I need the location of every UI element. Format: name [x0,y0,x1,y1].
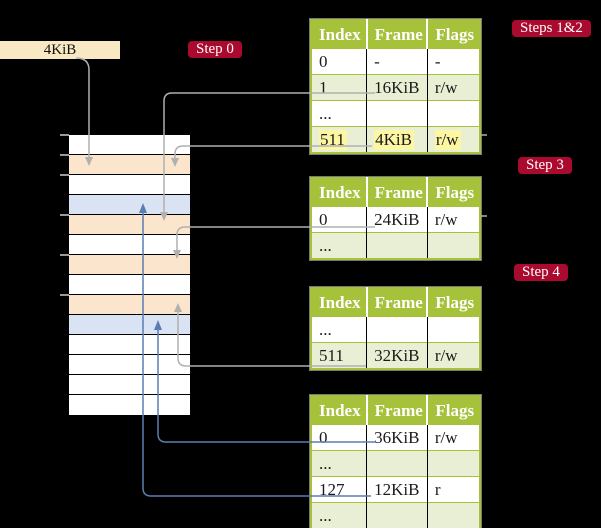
table-cell: ... [311,100,367,127]
column-header: Flags [426,20,480,49]
physical-memory [69,135,190,415]
table-cell: r [426,476,480,503]
table-cell: 511 [311,126,367,153]
memory-frame-row [69,135,190,155]
column-header: Frame [365,178,428,207]
table-cell [366,316,428,343]
memory-frame-row [69,195,190,215]
table-cell [366,232,428,259]
column-header: Frame [365,396,428,425]
table-cell [366,100,428,127]
memory-boundary-tick [60,134,69,136]
step-0-badge: Step 0 [188,41,242,58]
table-row: ... [311,100,480,127]
table-cell: 24KiB [366,206,428,233]
memory-frame-row [69,155,190,175]
table-row: ... [311,232,480,259]
table-cell: ... [311,316,367,343]
table-cell: r/w [426,206,480,233]
column-header: Index [311,178,367,207]
memory-boundary-tick [60,254,69,256]
table-cell [426,100,480,127]
memory-boundary-tick [60,214,69,216]
memory-frame-row [69,275,190,295]
table-cell: r/w [426,342,480,369]
table-cell [426,232,480,259]
memory-frame-row [69,235,190,255]
table-cell: 0 [311,48,367,75]
table-cell: 1 [311,74,367,101]
highlighted-value: 511 [319,129,347,150]
memory-boundary-tick [60,174,69,176]
table-cell: 36KiB [366,424,428,451]
table-cell [366,502,428,528]
table-cell: 0 [311,206,367,233]
memory-boundary-tick [60,154,69,156]
column-header: Index [311,20,367,49]
column-header: Index [311,288,367,317]
memory-frame-row [69,315,190,335]
table-cell [426,502,480,528]
table-row: ... [311,450,480,477]
table-cell: 16KiB [366,74,428,101]
step-4-badge: Step 4 [514,264,568,281]
table-cell: r/w [426,74,480,101]
column-header: Flags [426,288,480,317]
memory-frame-row [69,295,190,315]
table-cell: - [426,48,480,75]
column-header: Frame [365,20,428,49]
memory-frame-row [69,335,190,355]
column-header: Flags [426,396,480,425]
table-cell: r/w [426,424,480,451]
highlighted-value: 4KiB [374,129,414,150]
table-cell: ... [311,450,367,477]
table-row: ... [311,502,480,528]
table-cell: - [366,48,428,75]
steps-1-2-badge: Steps 1&2 [512,20,591,37]
cr3-frame-box: 4KiB [0,41,120,59]
table-cell: ... [311,232,367,259]
column-header: Flags [426,178,480,207]
memory-frame-row [69,395,190,415]
table-cell: 127 [311,476,367,503]
table-row: ... [311,316,480,343]
table-cell: 4KiB [366,126,428,153]
table-cell: 0 [311,424,367,451]
table-cell: 32KiB [366,342,428,369]
table-cell: 511 [311,342,367,369]
table-cell [366,450,428,477]
memory-frame-row [69,355,190,375]
memory-frame-row [69,375,190,395]
column-header: Index [311,396,367,425]
table-row: 511 4KiB r/w [311,126,480,153]
memory-frame-row [69,255,190,275]
column-header: Frame [365,288,428,317]
table-row: 0-- [311,48,480,75]
memory-boundary-tick [60,294,69,296]
table-cell: ... [311,502,367,528]
table-cell: 12KiB [366,476,428,503]
step-3-badge: Step 3 [518,157,572,174]
highlighted-value: r/w [434,129,461,150]
table-cell: r/w [426,126,480,153]
table-cell [426,450,480,477]
memory-frame-row [69,175,190,195]
table-cell [426,316,480,343]
memory-frame-row [69,215,190,235]
